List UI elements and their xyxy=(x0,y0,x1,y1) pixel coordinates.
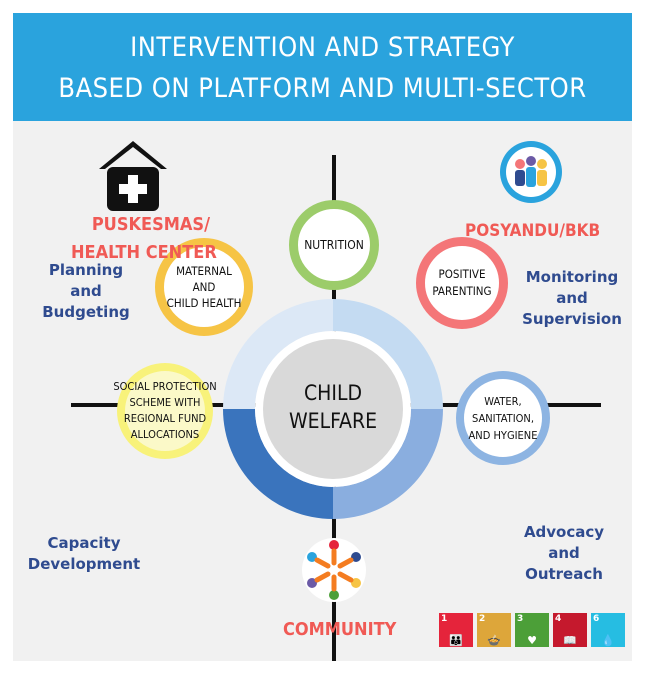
sdg-badge-2: 2🍲 xyxy=(477,613,511,647)
sdg-badge-icon: 💧 xyxy=(601,634,615,647)
title-line-2: BASED ON PLATFORM AND MULTI-SECTOR xyxy=(58,73,587,104)
puskesmas-label: PUSKESMAS/ HEALTH CENTER xyxy=(71,214,217,263)
donut-segment-top-left xyxy=(223,299,333,409)
maternal-child-health-circle: MATERNAL AND CHILD HEALTH xyxy=(155,238,253,336)
community-icon xyxy=(302,538,366,602)
donut-segment-bottom-right xyxy=(333,409,443,519)
wash-circle: WATER, SANITATION, AND HYGIENE xyxy=(456,371,550,465)
sdg-badge-1: 1👪 xyxy=(439,613,473,647)
community-label: COMMUNITY xyxy=(283,619,397,640)
sdg-badges: 1👪2🍲3♥4📖6💧 xyxy=(439,613,629,649)
sdg-badge-3: 3♥ xyxy=(515,613,549,647)
sdg-badge-6: 6💧 xyxy=(591,613,625,647)
infographic-frame: INTERVENTION AND STRATEGY BASED ON PLATF… xyxy=(13,13,632,661)
sdg-badge-number: 2 xyxy=(479,614,486,624)
sdg-badge-icon: 🍲 xyxy=(487,634,501,647)
capacity-development-label: Capacity Development xyxy=(27,534,141,573)
sdg-badge-icon: ♥ xyxy=(527,634,537,647)
sdg-badge-icon: 📖 xyxy=(563,634,577,647)
sdg-badge-4: 4📖 xyxy=(553,613,587,647)
center-label: CHILD WELFARE xyxy=(288,381,378,433)
advocacy-outreach-label: Advocacy and Outreach xyxy=(523,523,605,583)
posyandu-label: POSYANDU/BKB xyxy=(465,221,601,241)
social-protection-circle: SOCIAL PROTECTION SCHEME WITH REGIONAL F… xyxy=(113,363,217,459)
monitoring-supervision-label: Monitoring and Supervision xyxy=(522,268,622,328)
diagram-area: CHILD WELFARE NUTRITION MATERNAL AND CHI… xyxy=(13,121,632,661)
health-center-icon xyxy=(99,141,167,211)
donut-segment-top-right xyxy=(333,299,443,409)
positive-parenting-circle: POSITIVE PARENTING xyxy=(416,237,508,329)
planning-budgeting-label: Planning and Budgeting xyxy=(42,261,130,321)
donut-segment-bottom-left xyxy=(223,409,333,519)
nutrition-circle: NUTRITION xyxy=(289,200,379,290)
sdg-badge-number: 6 xyxy=(593,614,600,624)
title-line-1: INTERVENTION AND STRATEGY xyxy=(130,32,515,63)
sdg-badge-number: 4 xyxy=(555,614,562,624)
center-donut xyxy=(223,299,443,519)
sdg-badge-number: 1 xyxy=(441,614,448,624)
posyandu-group-icon xyxy=(500,141,562,203)
sdg-badge-icon: 👪 xyxy=(449,634,463,647)
sdg-badge-number: 3 xyxy=(517,614,524,624)
title-banner: INTERVENTION AND STRATEGY BASED ON PLATF… xyxy=(13,13,632,121)
center-disc xyxy=(263,339,403,479)
